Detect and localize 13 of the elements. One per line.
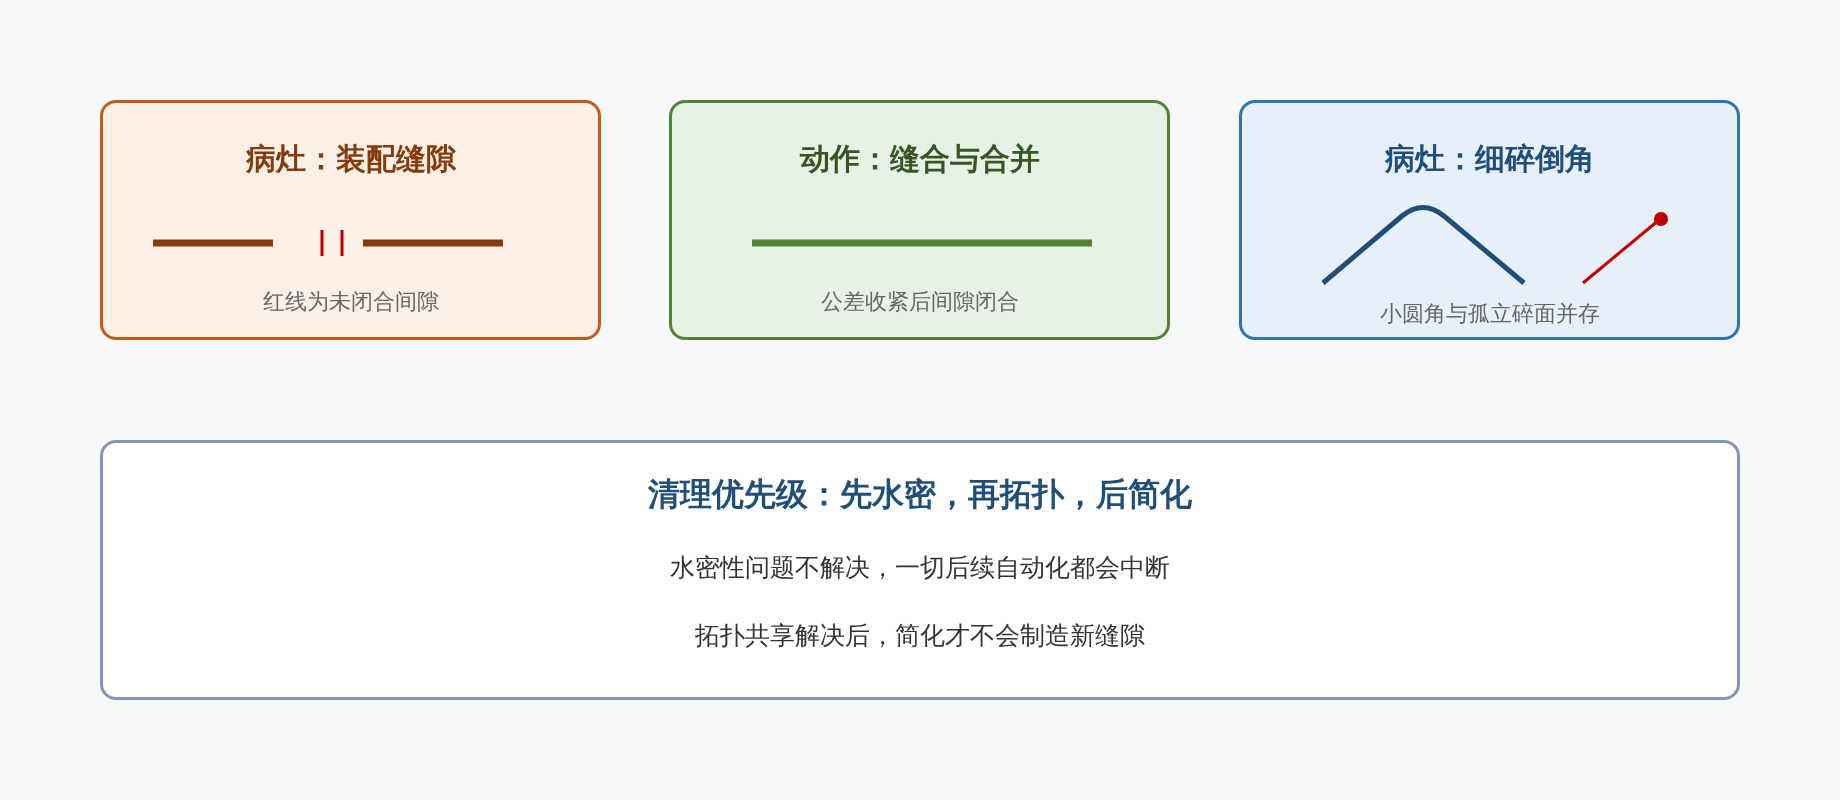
note-text: 拓扑共享解决后，简化才不会制造新缝隙 xyxy=(695,620,1145,652)
card-title: 病灶：细碎倒角 xyxy=(1384,140,1595,178)
card-panel xyxy=(1239,100,1740,340)
card-caption: 红线为未闭合间隙 xyxy=(262,288,439,316)
card-title: 动作：缝合与合并 xyxy=(799,140,1040,178)
card-panel xyxy=(669,100,1170,340)
summary-panel xyxy=(100,440,1740,700)
note-text: 水密性问题不解决，一切后续自动化都会中断 xyxy=(670,552,1170,584)
card-caption: 公差收紧后间隙闭合 xyxy=(820,288,1019,316)
card-panel xyxy=(100,100,601,340)
card-title: 清理优先级：先水密，再拓扑，后简化 xyxy=(648,474,1192,515)
card-caption: 小圆角与孤立碎面并存 xyxy=(1379,300,1600,328)
card-title: 病灶：装配缝隙 xyxy=(245,140,456,178)
